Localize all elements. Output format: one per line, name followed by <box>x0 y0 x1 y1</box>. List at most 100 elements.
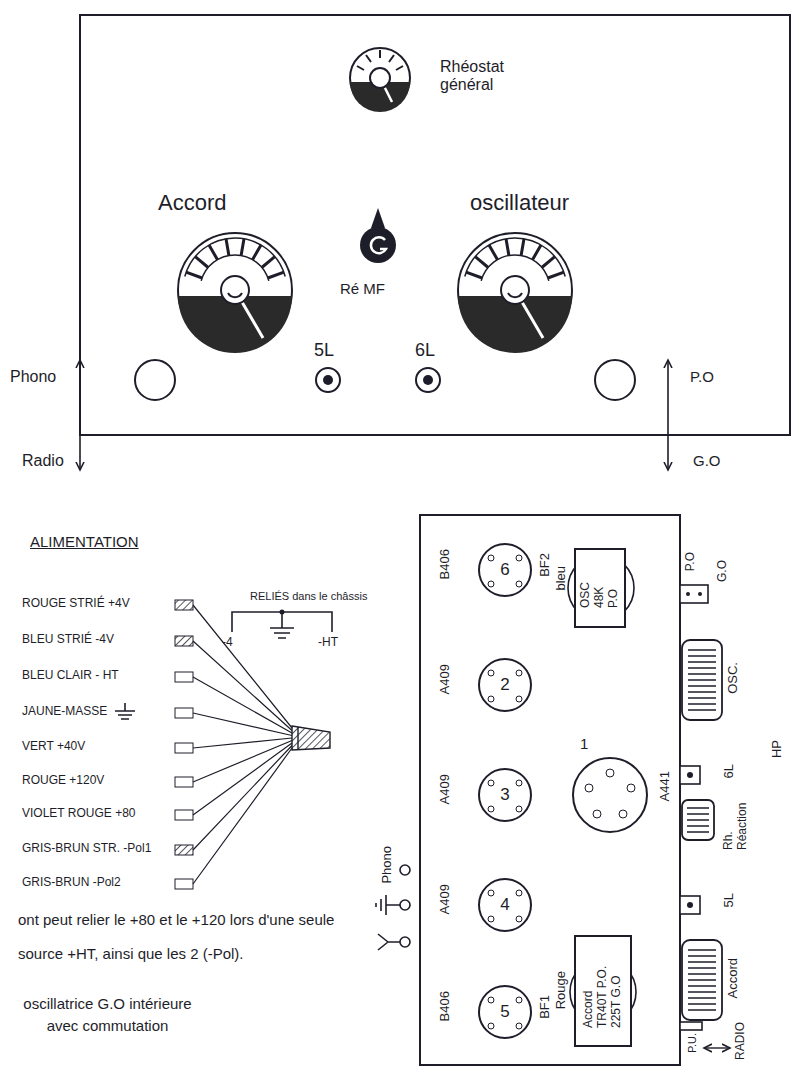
tuning-dial <box>178 233 292 353</box>
tube-type: A409 <box>438 664 453 694</box>
side-components <box>698 592 702 596</box>
mf-knob <box>371 237 386 253</box>
tube-pins <box>516 696 522 702</box>
label: ALIMENTATION <box>30 533 139 550</box>
chassis-link <box>232 610 332 639</box>
mf-knob <box>371 208 385 228</box>
jack-socket <box>316 368 440 392</box>
tube-pins <box>606 769 614 777</box>
coil-spec: Accord TR40T P.O. 225T G.O <box>582 954 623 1028</box>
input-terminals <box>400 937 410 947</box>
jack-socket <box>423 375 433 385</box>
switch-arrow <box>79 360 81 470</box>
front-panel <box>80 15 790 435</box>
tube-pins <box>488 890 494 896</box>
tube-socket: A4093 <box>478 768 532 822</box>
stage-name: BF2 <box>538 553 553 577</box>
label: Ré MF <box>340 280 385 297</box>
tube-pins <box>627 784 635 792</box>
tube-pins <box>488 806 494 812</box>
tube-number: 2 <box>500 675 509 695</box>
ground-symbol <box>115 703 135 719</box>
supply-wires <box>175 743 193 753</box>
label: 5L <box>314 340 334 361</box>
label: P.U. <box>686 1033 699 1053</box>
side-components <box>688 950 716 1010</box>
side-components <box>682 940 722 1020</box>
tuning-dial <box>458 233 572 353</box>
tube-type: A409 <box>438 774 453 804</box>
label: 6L <box>415 340 435 361</box>
switch-arrow <box>80 360 668 470</box>
tube-socket: B4066BF2 <box>478 543 532 597</box>
tube-number: 6 <box>500 560 509 580</box>
coil-spec: OSC 48K P.O <box>579 568 620 608</box>
label: ROUGE +120V <box>22 774 104 788</box>
tube-pins <box>516 916 522 922</box>
jack-socket <box>416 368 440 392</box>
chassis-outline <box>420 515 680 1065</box>
label: HP <box>770 740 785 758</box>
label: Rhéostat général <box>440 58 540 95</box>
wire-color: bleu <box>554 566 569 591</box>
wire-color: Rouge <box>554 971 569 1009</box>
tube-pins <box>516 555 522 561</box>
tube-type: A441 <box>658 771 673 801</box>
side-components <box>682 800 714 840</box>
tuning-dial <box>178 233 292 353</box>
tube-number: 3 <box>500 785 509 805</box>
tube-pins <box>488 696 494 702</box>
tube-pins <box>488 1023 494 1029</box>
chassis-outline <box>420 515 680 1065</box>
coil-box: bleuOSC 48K P.O <box>574 548 626 628</box>
label: G.O <box>716 560 730 582</box>
supply-wires <box>175 845 193 855</box>
supply-wires <box>292 726 330 750</box>
label: BLEU CLAIR - HT <box>22 669 119 683</box>
switch-hole <box>135 360 635 400</box>
supply-wires <box>175 810 193 820</box>
mf-knob <box>360 227 396 263</box>
label: JAUNE-MASSE <box>22 705 107 719</box>
label: OSC. <box>726 662 741 694</box>
ground-symbol <box>115 703 135 719</box>
tube-number: 5 <box>500 1002 509 1022</box>
tuning-dial <box>458 233 572 353</box>
label: Phono <box>10 368 56 386</box>
label: 6L <box>722 764 737 778</box>
tube-pins <box>488 916 494 922</box>
side-components <box>680 766 700 784</box>
tube-pins <box>516 780 522 786</box>
label: P.O <box>684 552 698 571</box>
mf-knob <box>360 208 396 263</box>
supply-wires <box>175 708 193 718</box>
tube-pins <box>488 581 494 587</box>
side-components <box>688 650 716 710</box>
input-terminals <box>400 900 410 910</box>
tube-socket: A4094 <box>478 878 532 932</box>
label: Accord <box>726 958 741 998</box>
label: oscillateur <box>470 190 569 215</box>
label: P.O <box>690 368 714 385</box>
label: RELIÉS dans le châssis <box>250 590 367 603</box>
side-components <box>680 1022 702 1030</box>
coil-box: RougeAccord TR40T P.O. 225T G.O <box>574 935 632 1047</box>
label: -4 <box>222 636 233 650</box>
supply-wires <box>297 727 298 749</box>
tube-pins <box>488 670 494 676</box>
tube-pins <box>488 555 494 561</box>
input-terminals <box>400 865 410 875</box>
label: RADIO <box>734 1022 748 1060</box>
switch-hole <box>135 360 175 400</box>
tube-type: B406 <box>438 991 453 1021</box>
side-components <box>687 772 693 778</box>
label: VIOLET ROUGE +80 <box>22 807 136 821</box>
label: Accord <box>158 190 226 215</box>
chassis-link <box>270 628 294 638</box>
label: GRIS-BRUN STR. -Pol1 <box>22 842 151 856</box>
tube-type: B406 <box>438 549 453 579</box>
label: -HT <box>318 636 338 650</box>
tube-socket: A4092 <box>478 658 532 712</box>
tube-pins <box>488 997 494 1003</box>
